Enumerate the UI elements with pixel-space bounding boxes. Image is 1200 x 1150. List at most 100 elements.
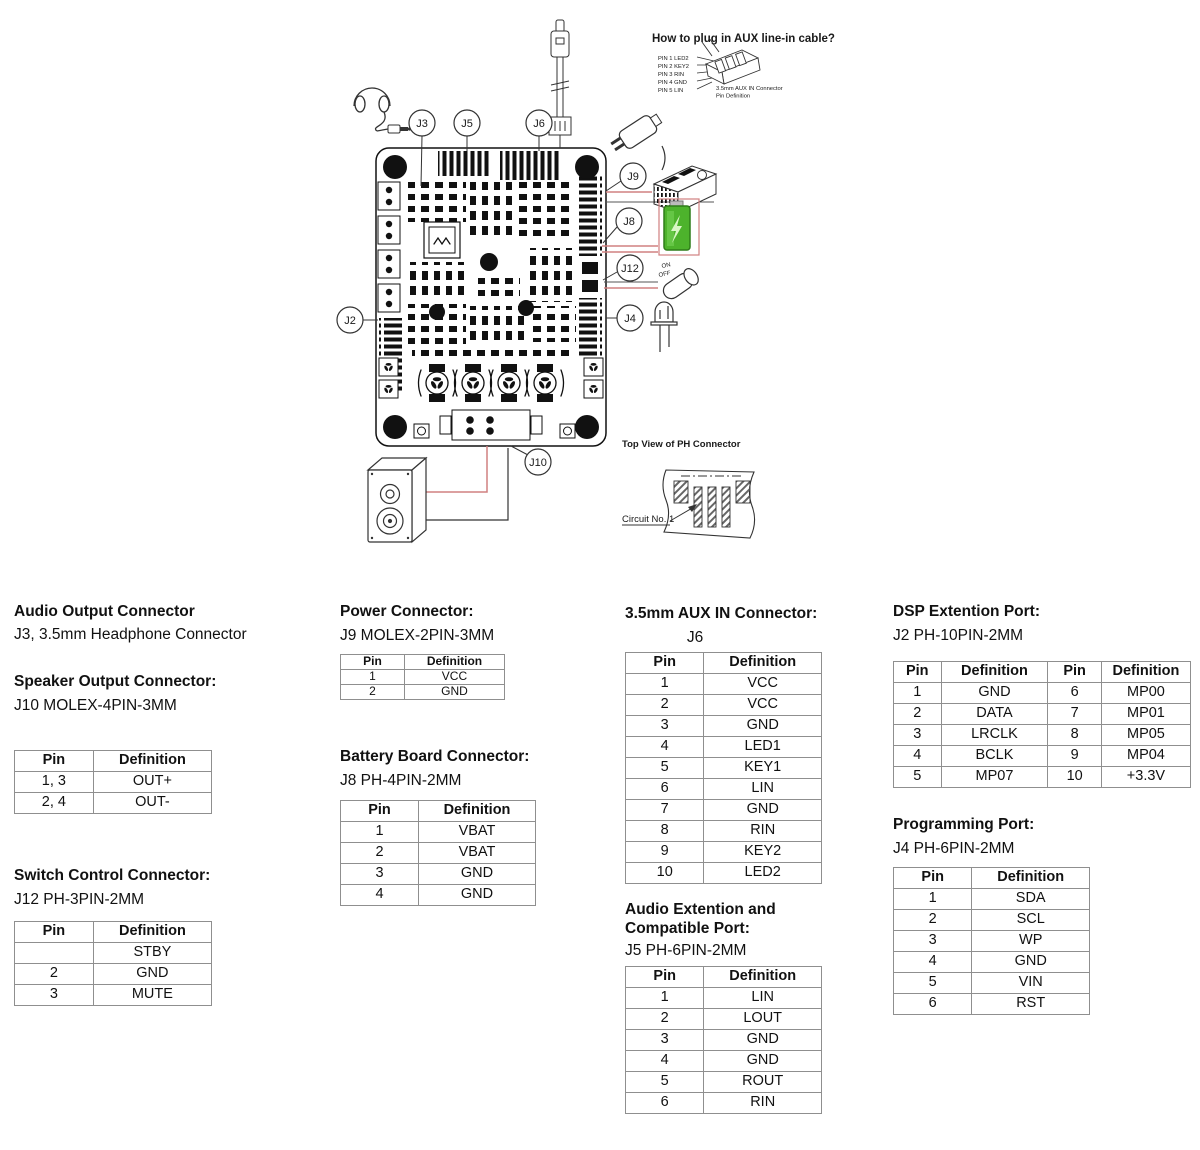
section-heading: Programming Port:: [893, 816, 1035, 833]
pin-cell: 6: [892, 992, 973, 1015]
aux-pin-1: PIN 1 LED2: [658, 56, 689, 62]
column-header: Pin: [1047, 660, 1102, 683]
aux-pin-3: PIN 3 RIN: [658, 72, 684, 78]
definition-cell: GND: [403, 683, 506, 700]
speaker-wire-red: [426, 446, 488, 493]
definition-cell: RIN: [703, 1092, 822, 1115]
column-header: Pin: [893, 660, 942, 683]
callout-j12-label: J12: [621, 263, 639, 275]
pin-cell: 2: [340, 683, 405, 700]
pin-cell: 9: [1047, 744, 1102, 767]
section-audio-ext: Audio Extention and Compatible Port: J5 …: [624, 900, 835, 1115]
section-subheading: J3, 3.5mm Headphone Connector: [14, 626, 247, 644]
definition-cell: VBAT: [418, 820, 536, 843]
column-header: Definition: [92, 749, 213, 772]
pin-cell: 2: [14, 962, 94, 985]
definition-cell: GND: [703, 798, 822, 821]
definition-cell: DATA: [940, 702, 1049, 725]
pin-cell: 7: [1047, 702, 1102, 725]
section-heading: DSP Extention Port:: [893, 603, 1040, 620]
headphone-plug-icon: [376, 124, 412, 134]
aux-pin-5: PIN 5 LIN: [658, 88, 683, 94]
definition-cell: OUT-: [92, 791, 213, 814]
pin-cell: 5: [892, 971, 973, 994]
column-header: Pin: [624, 651, 705, 674]
column-header: Pin: [340, 799, 419, 822]
pin-cell: 6: [624, 1092, 705, 1115]
headphones-icon: [353, 87, 391, 132]
pin-cell: 5: [624, 756, 705, 779]
wires: [426, 191, 714, 521]
pin-cell: 3: [340, 862, 419, 885]
pin-cell: 1: [892, 887, 973, 910]
definition-cell: GND: [971, 950, 1090, 973]
definition-cell: WP: [971, 929, 1090, 952]
battery-icon: [658, 198, 700, 256]
callout-j5-label: J5: [461, 118, 473, 130]
definition-cell: MP07: [940, 765, 1049, 788]
definition-cell: MP05: [1100, 723, 1192, 746]
callout-j6-label: J6: [533, 118, 545, 130]
pin-cell: 1: [340, 668, 405, 685]
pin-cell: [14, 941, 94, 964]
definition-cell: GND: [703, 1050, 822, 1073]
definition-cell: LOUT: [703, 1008, 822, 1031]
definition-cell: GND: [940, 681, 1049, 704]
pin-cell: 4: [893, 744, 942, 767]
switch-on-label: ON: [661, 262, 671, 270]
definition-cell: KEY2: [703, 840, 822, 863]
definition-cell: RST: [971, 992, 1090, 1015]
power-supply-icon: [652, 165, 718, 213]
section-heading: Battery Board Connector:: [340, 748, 530, 765]
aux-pin-4: PIN 4 GND: [658, 80, 687, 86]
pin-cell: 3: [624, 1029, 705, 1052]
section-heading: Audio Extention and Compatible Port:: [625, 901, 776, 938]
pin-cell: 4: [340, 883, 419, 906]
pin-cell: 3: [624, 714, 705, 737]
table-row: STBY: [14, 941, 213, 964]
section-subheading: J4 PH-6PIN-2MM: [893, 840, 1015, 858]
section-subheading: J6: [686, 629, 704, 647]
pin-cell: 7: [624, 798, 705, 821]
section-heading: Switch Control Connector:: [14, 867, 211, 884]
definition-cell: LED1: [703, 735, 822, 758]
pin-cell: 8: [1047, 723, 1102, 746]
definition-cell: ROUT: [703, 1071, 822, 1094]
pin-cell: 9: [624, 840, 705, 863]
aux-connector-icon: [701, 37, 761, 85]
callout-j9: J9: [605, 162, 647, 192]
definition-cell: VCC: [703, 672, 822, 695]
pin-cell: 5: [624, 1071, 705, 1094]
column-header: Definition: [92, 920, 213, 943]
pin-cell: 2: [893, 702, 942, 725]
aux-howto: How to plug in AUX line-in cable? PIN 1 …: [652, 33, 835, 100]
callouts: J3 J5 J6 J9 J8 J12 J: [336, 109, 647, 476]
board-diagram: J3 J5 J6 J9 J8 J12 J: [336, 19, 835, 544]
definition-cell: LED2: [703, 861, 822, 884]
pin-cell: 5: [893, 765, 942, 788]
pin-cell: 10: [624, 861, 705, 884]
column-header: Definition: [1100, 660, 1192, 683]
pin-cell: 6: [1047, 681, 1102, 704]
